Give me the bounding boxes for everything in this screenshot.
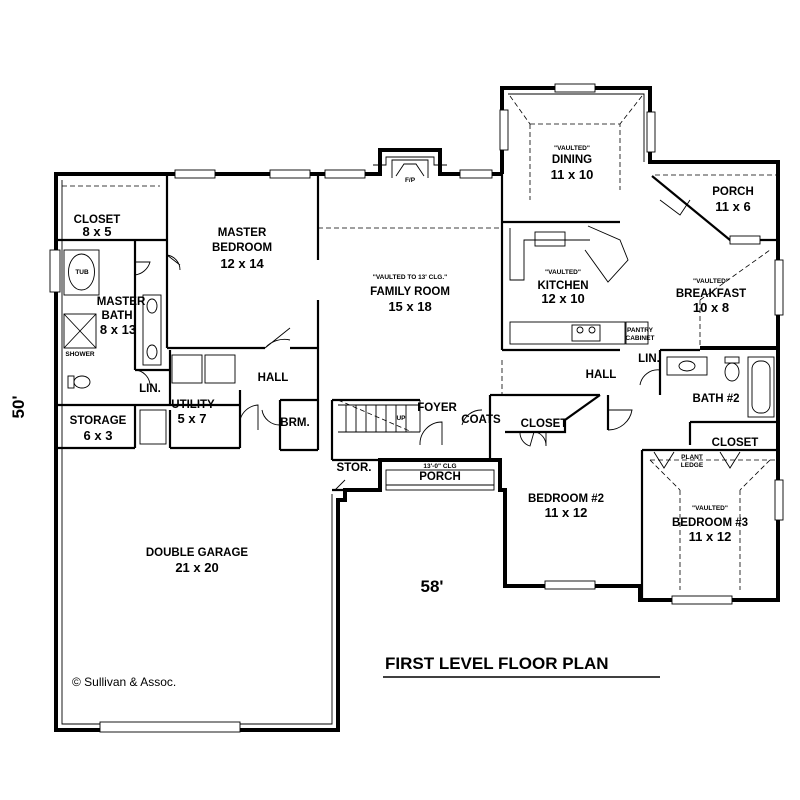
windows (49, 83, 784, 733)
utility-label: UTILITY (171, 399, 215, 411)
kitchen-note: "VAULTED" (545, 269, 581, 276)
interior-walls (56, 174, 778, 600)
breakfast-size: 10 x 8 (693, 300, 729, 315)
master-bath-size: 8 x 13 (100, 322, 136, 337)
closet-bed3-label: CLOSET (712, 437, 759, 449)
shower-label: SHOWER (65, 351, 95, 358)
front-porch-label: PORCH (419, 471, 461, 483)
pantry-label-2: CABINET (626, 335, 655, 342)
rear-porch-label: PORCH (712, 186, 754, 198)
storage-label: STORAGE (70, 415, 127, 427)
coats-label: COATS (461, 414, 501, 426)
credit-text: © Sullivan & Assoc. (72, 675, 176, 689)
utility-size: 5 x 7 (178, 411, 207, 426)
dashed-openings (62, 95, 778, 590)
hall-east-label: HALL (586, 369, 617, 381)
fireplace-label: F/P (405, 177, 416, 184)
storage-size: 6 x 3 (84, 428, 113, 443)
dining-label: DINING (552, 154, 592, 166)
bath2-label: BATH #2 (692, 393, 739, 405)
master-bedroom-label-2: BEDROOM (212, 242, 272, 254)
bedroom3-note: "VAULTED" (692, 505, 728, 512)
fixtures (63, 159, 775, 491)
doors (134, 199, 741, 491)
room-labels: CLOSET 8 x 5 MASTER BEDROOM 12 x 14 TUB … (65, 145, 758, 575)
bedroom3-size: 11 x 12 (689, 529, 732, 544)
garage-size: 21 x 20 (175, 560, 218, 575)
plan-title: FIRST LEVEL FLOOR PLAN (385, 654, 609, 673)
bedroom2-label: BEDROOM #2 (528, 493, 604, 505)
tub-label: TUB (75, 269, 89, 276)
family-room-size: 15 x 18 (388, 299, 431, 314)
plant-ledge-label-2: LEDGE (681, 462, 704, 469)
lin-master-label: LIN. (139, 383, 161, 395)
master-bedroom-label-1: MASTER (218, 227, 267, 239)
lin-east-label: LIN. (638, 353, 660, 365)
front-porch-note: 13'-0" CLG (423, 463, 456, 470)
pantry-label-1: PANTRY (627, 327, 654, 334)
kitchen-size: 12 x 10 (541, 291, 584, 306)
closet-master-label: CLOSET (74, 214, 121, 226)
master-bedroom-size: 12 x 14 (220, 256, 264, 271)
dining-size: 11 x 10 (551, 167, 594, 182)
master-bath-label-1: MASTER (97, 296, 146, 308)
dining-note: "VAULTED" (554, 145, 590, 152)
family-room-note: "VAULTED TO 13' CLG." (373, 274, 448, 281)
brm-label: BRM. (280, 417, 309, 429)
family-room-label: FAMILY ROOM (370, 286, 450, 298)
stairs-up-label: UP (396, 415, 406, 422)
bedroom2-size: 11 x 12 (545, 505, 588, 520)
rear-porch-size: 11 x 6 (715, 199, 750, 214)
closet-bed2-label: CLOSET (521, 418, 568, 430)
kitchen-label: KITCHEN (537, 280, 588, 292)
plant-ledge-label-1: PLANT (681, 454, 703, 461)
depth-dimension: 50' (9, 396, 28, 419)
bedroom3-label: BEDROOM #3 (672, 517, 748, 529)
width-dimension: 58' (421, 577, 444, 596)
master-bath-label-2: BATH (101, 310, 132, 322)
stor-label: STOR. (337, 462, 372, 474)
outer-line-detail (61, 93, 645, 725)
stairs (338, 400, 421, 433)
breakfast-note: "VAULTED" (693, 278, 729, 285)
closet-master-size: 8 x 5 (83, 224, 112, 239)
foyer-label: FOYER (417, 402, 457, 414)
garage-label: DOUBLE GARAGE (146, 547, 249, 559)
breakfast-label: BREAKFAST (676, 288, 746, 300)
hall-west-label: HALL (258, 372, 289, 384)
